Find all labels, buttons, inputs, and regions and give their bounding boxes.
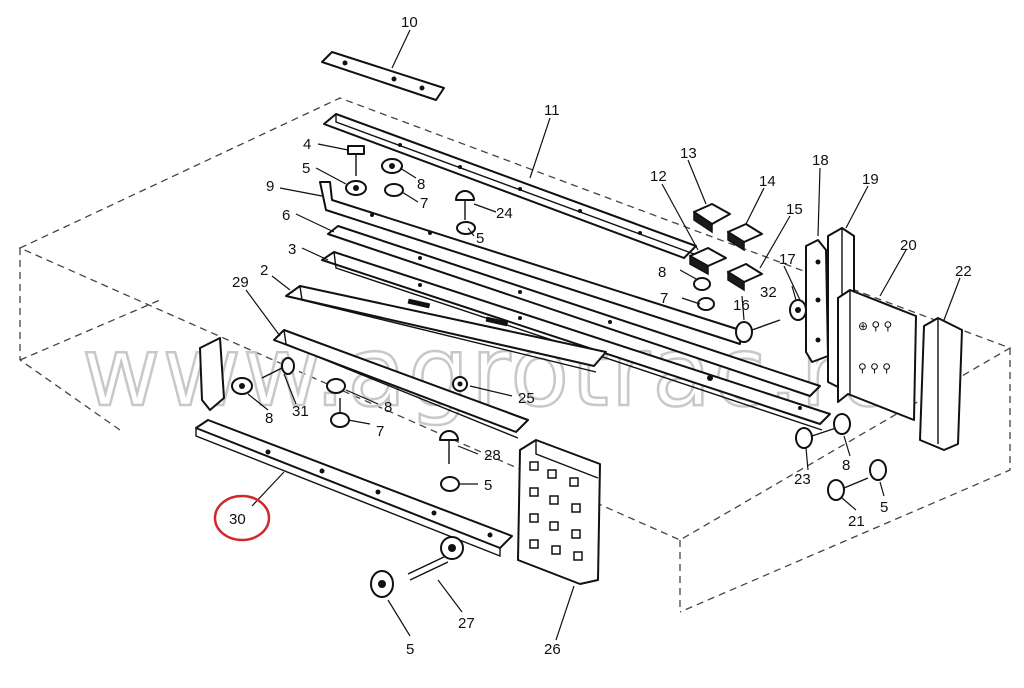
- part-15-block: [727, 263, 763, 292]
- label-19: 19: [862, 171, 879, 188]
- nut-5c: [440, 476, 460, 492]
- bolt-28: [439, 430, 459, 464]
- label-8b: 8: [658, 264, 666, 281]
- label-8e: 8: [842, 457, 850, 474]
- label-5b: 5: [476, 230, 484, 247]
- part-31-bracket: [199, 337, 225, 411]
- label-23: 23: [794, 471, 811, 488]
- highlight-circle-30: [213, 494, 271, 542]
- label-5c: 5: [484, 477, 492, 494]
- label-13: 13: [680, 145, 697, 162]
- label-29: 29: [232, 274, 249, 291]
- part-18-bracket: [805, 239, 829, 363]
- part-30-angle-bar: [195, 419, 513, 558]
- label-21: 21: [848, 513, 865, 530]
- part-6-bar: [327, 225, 821, 397]
- bolt-4: [347, 145, 365, 176]
- label-8d: 8: [384, 399, 392, 416]
- eye-bolt-27: [407, 536, 464, 581]
- svg-text:⚲ ⚲ ⚲: ⚲ ⚲ ⚲: [858, 361, 891, 375]
- dashed-outline-box: [18, 97, 1012, 613]
- label-5e: 5: [406, 641, 414, 658]
- nut-5e: [370, 570, 394, 598]
- label-30: 30: [229, 511, 246, 528]
- part-2-flat-bar: [285, 285, 607, 373]
- part-10-plate: [321, 51, 445, 101]
- nut-5d: [869, 459, 887, 481]
- svg-text:⊕ ⚲ ⚲: ⊕ ⚲ ⚲: [858, 319, 892, 333]
- washer-7a: [384, 183, 404, 197]
- part-11-bar: [323, 113, 697, 259]
- label-16: 16: [733, 297, 750, 314]
- bolt-23: [795, 427, 837, 449]
- label-2: 2: [260, 262, 268, 279]
- nut-8a: [381, 158, 403, 174]
- part-labels: 10 11 4 5 8 7 9 24 5 6 3 13 12 14 15 18 …: [229, 14, 972, 658]
- label-31: 31: [292, 403, 309, 420]
- nut-8b: [693, 277, 711, 291]
- part-14-block: [727, 223, 763, 252]
- nut-8c: [231, 377, 253, 395]
- label-24: 24: [496, 205, 513, 222]
- part-25-bar: [273, 329, 529, 439]
- label-10: 10: [401, 14, 418, 31]
- label-7b: 7: [660, 290, 668, 307]
- bolt-24: [455, 190, 475, 220]
- part-20-plate: ⊕ ⚲ ⚲ ⚲ ⚲ ⚲: [837, 289, 917, 421]
- part-13-block: [693, 203, 731, 234]
- washer-7b: [697, 297, 715, 311]
- label-7c: 7: [376, 423, 384, 440]
- part-3-bar: [321, 251, 831, 431]
- label-15: 15: [786, 201, 803, 218]
- label-8c: 8: [265, 410, 273, 427]
- label-11: 11: [544, 102, 560, 119]
- leader-lines: [245, 29, 961, 641]
- label-26: 26: [544, 641, 561, 658]
- bolt-31: [261, 357, 295, 379]
- label-22: 22: [955, 263, 972, 280]
- label-25: 25: [518, 390, 535, 407]
- label-17: 17: [779, 251, 796, 268]
- label-18: 18: [812, 152, 829, 169]
- part-26-plate: [517, 439, 601, 585]
- nut-5a: [345, 180, 367, 196]
- label-7a: 7: [420, 195, 428, 212]
- nut-5b: [456, 221, 476, 235]
- label-6: 6: [282, 207, 290, 224]
- label-27: 27: [458, 615, 475, 632]
- label-9: 9: [266, 178, 274, 195]
- label-5a: 5: [302, 160, 310, 177]
- label-20: 20: [900, 237, 917, 254]
- washer-7c: [330, 398, 350, 428]
- bolt-16: [735, 319, 781, 343]
- nut-8e: [833, 413, 851, 435]
- label-4: 4: [303, 136, 311, 153]
- label-28: 28: [484, 447, 501, 464]
- label-5d: 5: [880, 499, 888, 516]
- part-12-block: [689, 247, 727, 276]
- nut-8d: [326, 378, 346, 394]
- label-12: 12: [650, 168, 667, 185]
- part-22-channel: [919, 317, 963, 451]
- label-32: 32: [760, 284, 777, 301]
- label-14: 14: [759, 173, 776, 190]
- nut-32: [789, 299, 807, 321]
- bolt-21: [827, 477, 869, 501]
- label-8a: 8: [417, 176, 425, 193]
- label-3: 3: [288, 241, 296, 258]
